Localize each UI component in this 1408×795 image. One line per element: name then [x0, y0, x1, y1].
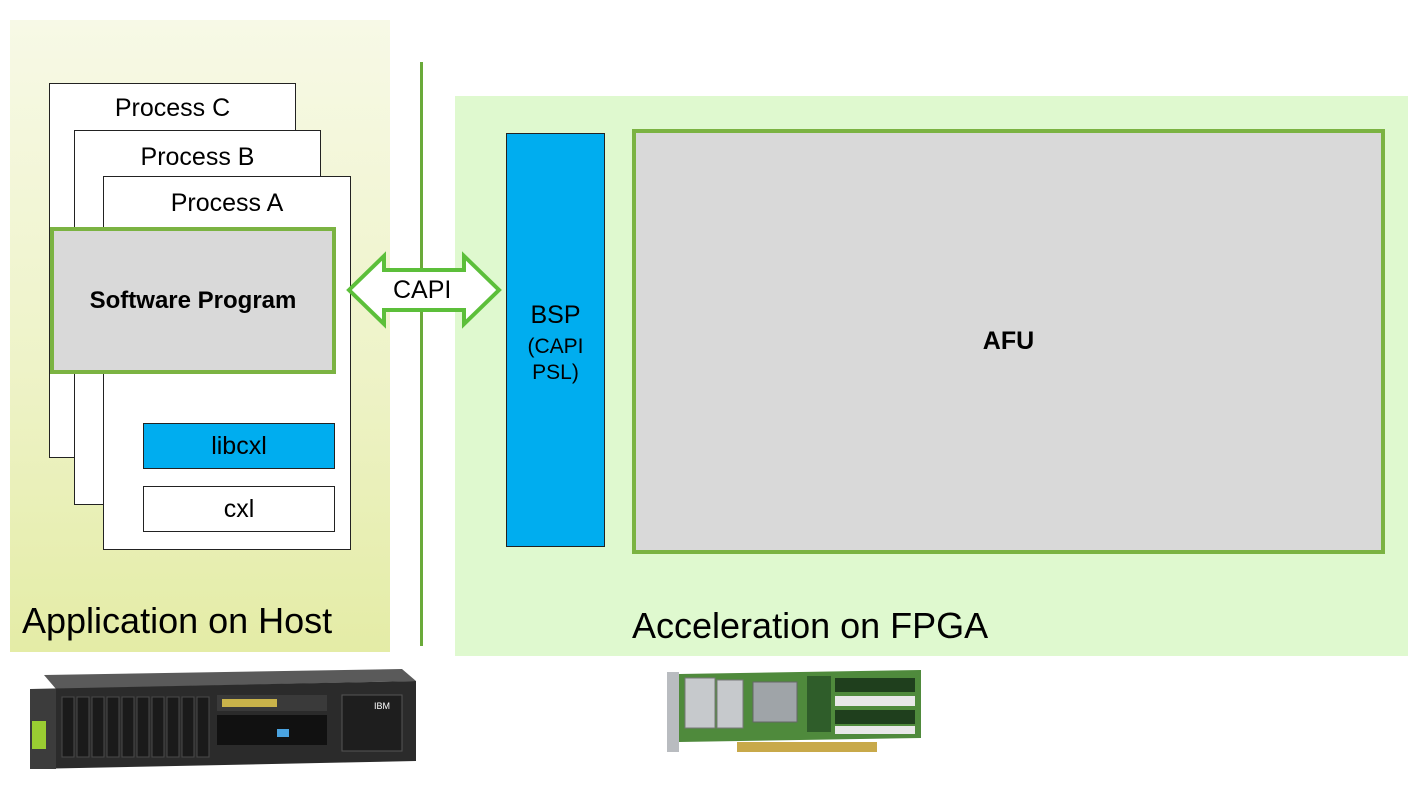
server-image: IBM	[30, 669, 416, 769]
cxl-box: cxl	[143, 486, 335, 532]
bsp-box: BSP (CAPI PSL)	[506, 133, 605, 547]
fpga-region-caption: Acceleration on FPGA	[632, 605, 989, 646]
process-b-label: Process B	[140, 143, 255, 171]
process-a-label: Process A	[170, 189, 284, 217]
afu-label: AFU	[982, 327, 1035, 355]
process-c-label: Process C	[114, 94, 231, 122]
libcxl-box: libcxl	[143, 423, 335, 469]
capi-double-arrow	[346, 251, 502, 329]
software-program-box: Software Program	[50, 227, 336, 374]
afu-box: AFU	[632, 129, 1385, 554]
bsp-subtitle-line1: (CAPI	[527, 335, 584, 358]
host-region-caption: Application on Host	[22, 600, 333, 641]
bsp-subtitle-line2: PSL)	[532, 360, 579, 384]
software-program-label: Software Program	[89, 286, 297, 314]
region-divider	[420, 62, 423, 646]
libcxl-label: libcxl	[211, 431, 267, 460]
capi-label: CAPI	[393, 276, 452, 304]
server-brand-logo: IBM	[374, 701, 390, 711]
bsp-title: BSP	[530, 301, 581, 329]
bsp-subtitle: (CAPI PSL)	[507, 334, 604, 385]
fpga-card-image	[667, 670, 921, 752]
cxl-label: cxl	[223, 494, 255, 523]
